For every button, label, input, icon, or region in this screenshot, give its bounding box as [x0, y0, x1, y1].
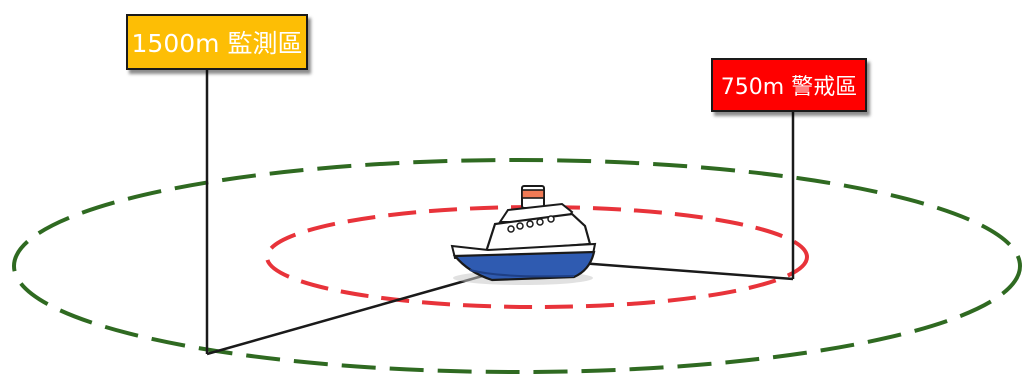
monitoring-zone-radius — [207, 273, 493, 354]
ship-icon — [452, 186, 595, 285]
warning-zone-radius — [580, 263, 793, 279]
warning-zone-label: 750m 警戒區 — [711, 58, 867, 112]
monitoring-zone-label: 1500m 監測區 — [126, 14, 308, 70]
